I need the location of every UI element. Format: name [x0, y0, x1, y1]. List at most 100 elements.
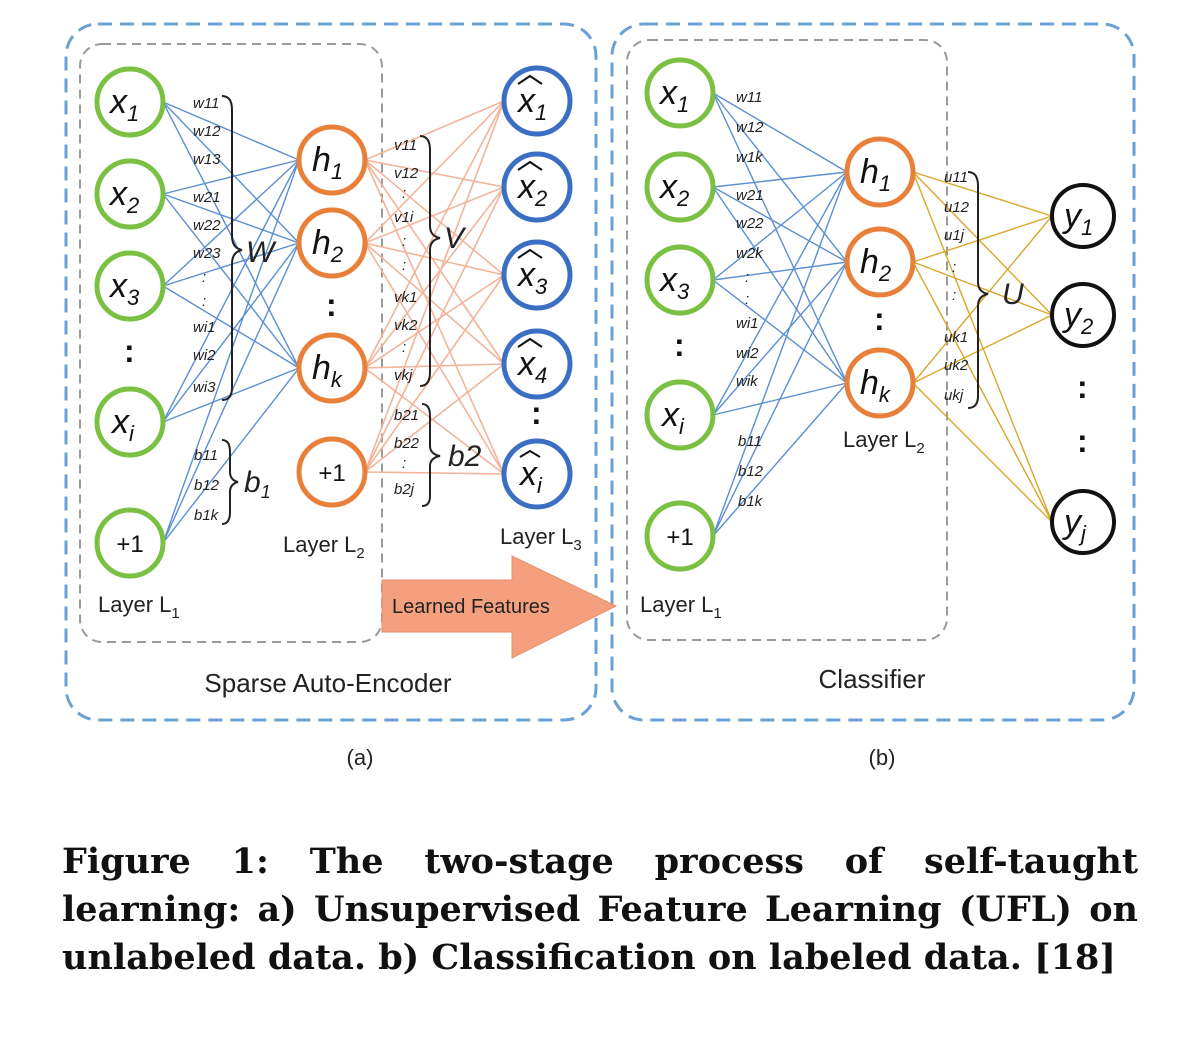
- svg-text:ukj: ukj: [944, 387, 964, 404]
- svg-text:v12: v12: [394, 165, 419, 182]
- svg-text:x3: x3: [658, 261, 690, 304]
- svg-text:xi: xi: [518, 455, 543, 498]
- self-taught-learning-diagram: Learned Features x1 x2 x3 : xi +1 h1 h2 …: [64, 22, 1136, 770]
- panel-b-container-label: Classifier: [819, 664, 926, 694]
- svg-text::: :: [745, 269, 749, 286]
- svg-text:h1: h1: [860, 153, 891, 196]
- svg-text:b12: b12: [738, 463, 764, 480]
- svg-text:wi2: wi2: [193, 347, 216, 364]
- weights-v-edges: [364, 100, 505, 475]
- node-b-x2: x2: [644, 151, 716, 223]
- learned-features-arrow: [381, 555, 618, 659]
- svg-text:w23: w23: [193, 245, 221, 262]
- svg-text:b21: b21: [394, 407, 419, 424]
- panel-a-inner-box: [79, 43, 383, 643]
- svg-text:x1: x1: [516, 82, 547, 125]
- svg-text:b1k: b1k: [738, 493, 764, 510]
- node-a-hk: hk: [296, 332, 368, 404]
- svg-text:vkj: vkj: [394, 367, 413, 384]
- v-edge: [364, 159, 505, 475]
- node-b-hk: hk: [844, 347, 916, 419]
- svg-text:h2: h2: [312, 224, 343, 267]
- node-a-x3: x3: [94, 250, 166, 322]
- u-edge: [912, 261, 1053, 523]
- svg-text::: :: [202, 293, 206, 310]
- learned-features-label: Learned Features: [392, 596, 550, 618]
- node-b-x3: x3: [644, 244, 716, 316]
- node-a-xi: xi: [94, 386, 166, 458]
- node-b-yj: yj: [1050, 489, 1116, 555]
- svg-text:hk: hk: [312, 349, 343, 392]
- svg-text:+1: +1: [666, 524, 693, 551]
- v-edge: [364, 274, 505, 369]
- svg-text:b2j: b2j: [394, 481, 415, 498]
- panel-a-w-group: W: [246, 236, 277, 269]
- node-a-out4: x4: [501, 328, 573, 400]
- svg-text::: :: [952, 259, 956, 276]
- node-b-xi: xi: [644, 379, 716, 451]
- svg-text::: :: [202, 269, 206, 286]
- svg-text::: :: [402, 455, 406, 472]
- panel-b-inner-box: [626, 39, 948, 641]
- v-edge: [364, 242, 505, 365]
- node-b-x1: x1: [644, 57, 716, 129]
- svg-text:b1k: b1k: [194, 507, 220, 524]
- panel-a-b2-brace: [421, 403, 441, 507]
- svg-text:w22: w22: [736, 215, 764, 232]
- panel-a-v-brace: [419, 135, 441, 387]
- svg-text:xi: xi: [660, 396, 685, 439]
- svg-text:u1j: u1j: [944, 227, 965, 244]
- svg-text::: :: [952, 287, 956, 304]
- v-edge: [364, 186, 505, 473]
- panel-b-u-labels: u11 u12 u1j : : uk1 uk2 ukj: [944, 169, 970, 404]
- u-edge: [912, 215, 1053, 384]
- w-edge: [712, 171, 848, 416]
- panel-a-hidden-vdots: :: [326, 287, 337, 323]
- svg-text:w13: w13: [193, 151, 221, 168]
- svg-text:wi1: wi1: [736, 315, 759, 332]
- w-edge: [712, 186, 848, 263]
- svg-text:w12: w12: [193, 123, 221, 140]
- w-edge: [712, 171, 848, 188]
- panel-b-container: [610, 22, 1136, 722]
- svg-text:w2k: w2k: [736, 245, 764, 262]
- svg-text:w21: w21: [193, 189, 221, 206]
- svg-text::: :: [402, 257, 406, 274]
- panel-a-layer-l2: Layer L2: [283, 532, 365, 562]
- w-edge: [712, 279, 848, 384]
- v-edge: [364, 159, 505, 365]
- svg-text:vk1: vk1: [394, 289, 417, 306]
- svg-text:w22: w22: [193, 217, 221, 234]
- node-b-y1: y1: [1050, 183, 1116, 249]
- panel-b-w-labels: w11 w12 w1k w21 w22 w2k : : wi1 wi2 wik: [736, 89, 764, 390]
- svg-text::: :: [402, 233, 406, 250]
- node-b-bias1: +1: [644, 500, 716, 572]
- svg-text:w11: w11: [736, 89, 762, 106]
- svg-text:xi: xi: [110, 403, 135, 446]
- svg-text:x4: x4: [516, 345, 547, 388]
- v-edge: [364, 363, 505, 369]
- svg-text:u12: u12: [944, 199, 970, 216]
- svg-text:x1: x1: [658, 74, 689, 117]
- node-a-out1: x1: [501, 65, 573, 137]
- svg-text:w21: w21: [736, 187, 764, 204]
- node-a-bias1: +1: [94, 507, 166, 579]
- u-edge: [912, 261, 1053, 316]
- w-edge: [712, 382, 848, 537]
- svg-text:vk2: vk2: [394, 317, 418, 334]
- v-edge: [364, 159, 505, 188]
- svg-text:v11: v11: [394, 137, 417, 154]
- svg-text:h2: h2: [860, 243, 891, 286]
- svg-text:hk: hk: [860, 364, 891, 407]
- w-edge: [712, 186, 848, 384]
- node-a-h2: h2: [296, 207, 368, 279]
- panel-a-layer-l1: Layer L1: [98, 592, 180, 622]
- svg-text::: :: [745, 291, 749, 308]
- svg-text:w11: w11: [193, 95, 219, 112]
- svg-text:w12: w12: [736, 119, 764, 136]
- panel-b-b-labels: b11 b12 b1k: [738, 433, 764, 510]
- v-edge: [364, 100, 505, 161]
- svg-text:x3: x3: [108, 267, 140, 310]
- node-a-bias2: +1: [296, 436, 368, 508]
- panel-a-v-labels: v11 v12 : v1i : : vk1 vk2 : vkj: [394, 137, 419, 384]
